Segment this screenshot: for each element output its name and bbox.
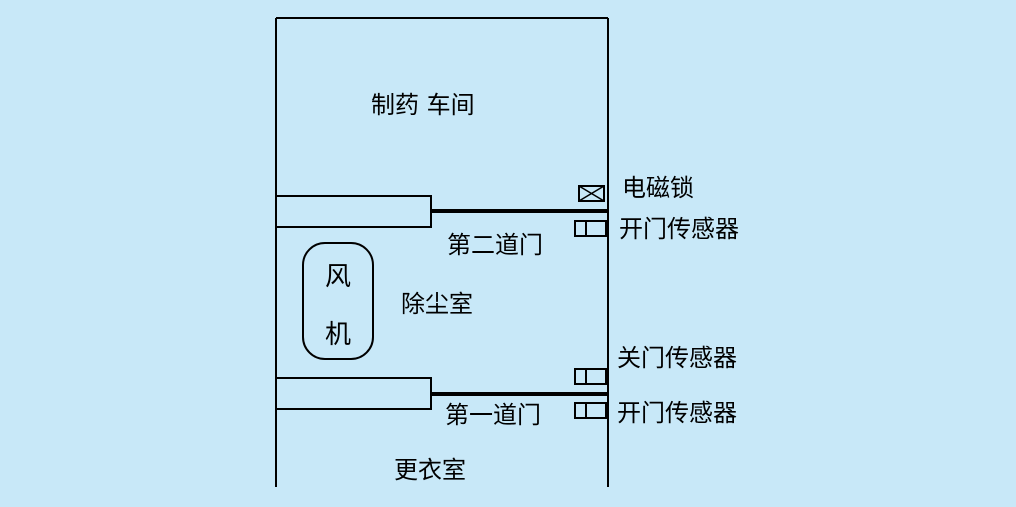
electromagnetic-lock-symbol bbox=[578, 185, 605, 202]
fan-label-char2: 机 bbox=[325, 320, 352, 350]
workshop-label: 制药 车间 bbox=[371, 91, 475, 119]
first-door-label: 第一道门 bbox=[445, 401, 541, 429]
fan-label-char1: 风 bbox=[325, 262, 352, 292]
lower-open-sensor-label: 开门传感器 bbox=[617, 399, 737, 427]
lower-partition-block bbox=[275, 377, 432, 410]
electromagnetic-lock-label: 电磁锁 bbox=[622, 174, 694, 202]
upper-open-sensor-label: 开门传感器 bbox=[619, 215, 739, 243]
dust-room-label: 除尘室 bbox=[401, 290, 473, 318]
upper-open-sensor-symbol bbox=[574, 220, 607, 237]
fan-outline bbox=[302, 242, 374, 360]
upper-partition-block bbox=[275, 195, 432, 228]
lower-open-sensor-symbol bbox=[574, 402, 607, 419]
second-door-label: 第二道门 bbox=[447, 231, 543, 259]
close-sensor-label: 关门传感器 bbox=[617, 344, 737, 372]
changing-room-label: 更衣室 bbox=[394, 456, 466, 484]
close-sensor-symbol bbox=[574, 368, 607, 385]
